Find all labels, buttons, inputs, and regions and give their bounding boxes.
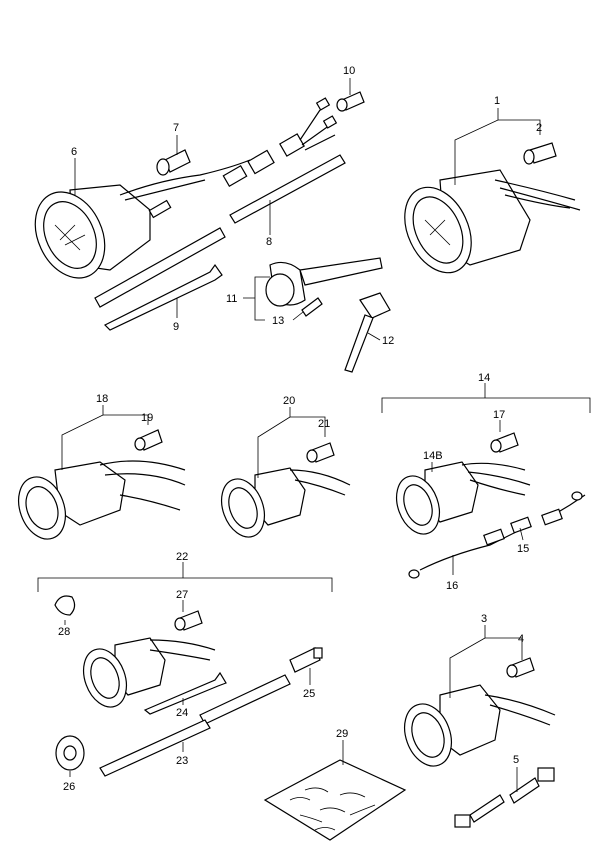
gauge-18	[18, 460, 186, 540]
tie-24	[143, 671, 227, 715]
callout-14b: 14B	[423, 450, 443, 462]
callout-18: 18	[96, 393, 108, 405]
bulb-17	[490, 432, 519, 453]
tube-8	[229, 154, 346, 224]
callout-16: 16	[446, 580, 458, 592]
bulb-4	[506, 657, 535, 678]
gauge-20	[220, 467, 351, 538]
bulb-27	[174, 610, 203, 631]
tie-9	[103, 263, 223, 331]
callout-8: 8	[266, 236, 272, 248]
screw-13	[301, 297, 323, 317]
callout-1: 1	[494, 95, 500, 107]
tube-left	[94, 227, 226, 308]
callout-15: 15	[517, 543, 529, 555]
callout-9: 9	[173, 321, 179, 333]
callout-24: 24	[176, 707, 188, 719]
gauge-6	[34, 159, 251, 279]
harness-6	[222, 97, 338, 188]
fitting-25	[289, 647, 323, 673]
gauge-3	[404, 684, 556, 767]
callout-12: 12	[382, 335, 394, 347]
callout-2: 2	[536, 122, 542, 134]
callout-3: 3	[481, 613, 487, 625]
clip-28	[54, 595, 76, 616]
callout-6: 6	[71, 146, 77, 158]
callout-26: 26	[63, 781, 75, 793]
callout-21: 21	[318, 418, 330, 430]
callout-5: 5	[513, 754, 519, 766]
callout-14: 14	[478, 372, 490, 384]
callout-19: 19	[141, 412, 153, 424]
callout-7: 7	[173, 122, 179, 134]
tube-23	[99, 719, 211, 777]
callout-11: 11	[226, 293, 237, 305]
callout-23: 23	[176, 755, 188, 767]
bulb-21	[306, 442, 335, 463]
bulb-19	[134, 429, 163, 451]
callout-25: 25	[303, 688, 315, 700]
callout-4: 4	[518, 633, 524, 645]
key-12	[344, 292, 391, 373]
bulb-2	[523, 142, 557, 165]
bulb-7	[156, 149, 191, 176]
callout-22: 22	[176, 551, 188, 563]
harness-15-16	[408, 491, 586, 579]
gauge-14b	[395, 461, 531, 535]
callout-29: 29	[336, 728, 348, 740]
lead-5	[454, 767, 555, 828]
callout-10: 10	[343, 65, 355, 77]
switch-11	[265, 257, 383, 307]
callout-20: 20	[283, 395, 295, 407]
cap-26	[55, 735, 85, 771]
bulb-10	[336, 91, 365, 112]
callout-27: 27	[176, 589, 188, 601]
leader-lines	[37, 78, 591, 792]
gauge-1	[404, 169, 581, 274]
gauge-27	[82, 637, 216, 708]
callout-13: 13	[272, 315, 284, 327]
callout-17: 17	[493, 409, 505, 421]
callout-labels: 1 2 3 4 5 6 7 8 9 10 11 12 13 14 14B 15 …	[58, 65, 542, 793]
bag-29	[263, 759, 407, 841]
callout-28: 28	[58, 626, 70, 638]
